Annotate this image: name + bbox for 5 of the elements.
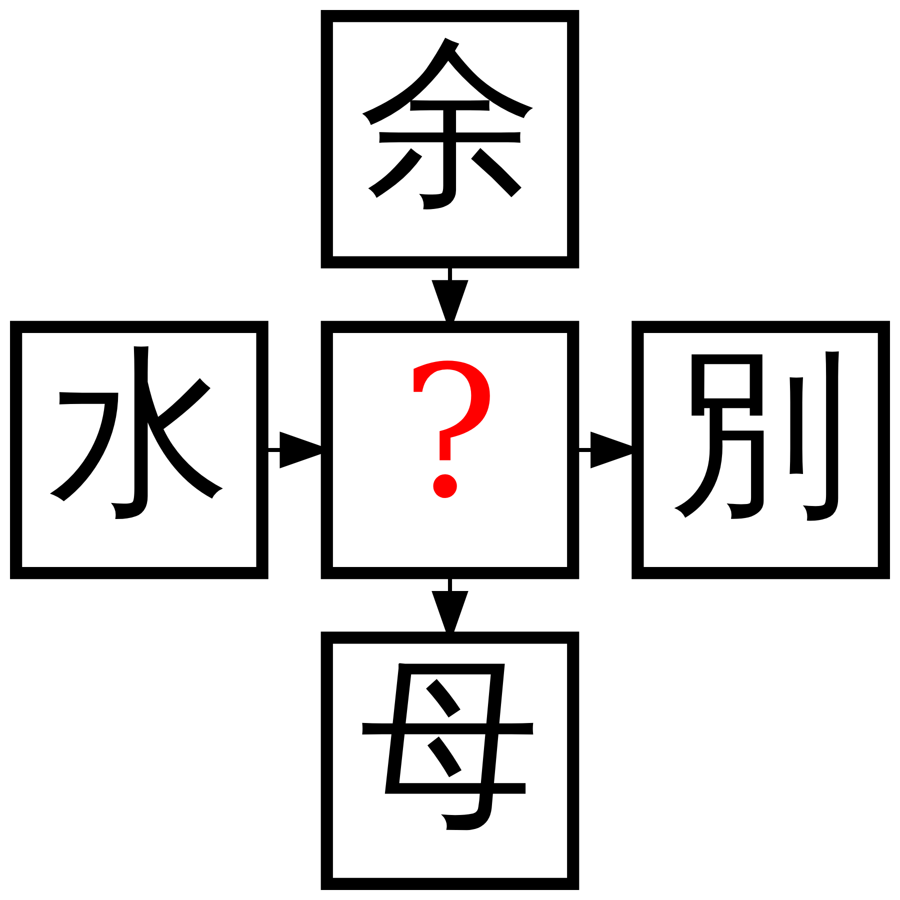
node-box: ? [320,320,580,580]
node-box: 水 [10,320,268,580]
node-box: 余 [320,10,580,268]
node-box: 別 [632,320,890,580]
node-box: 母 [320,632,580,890]
